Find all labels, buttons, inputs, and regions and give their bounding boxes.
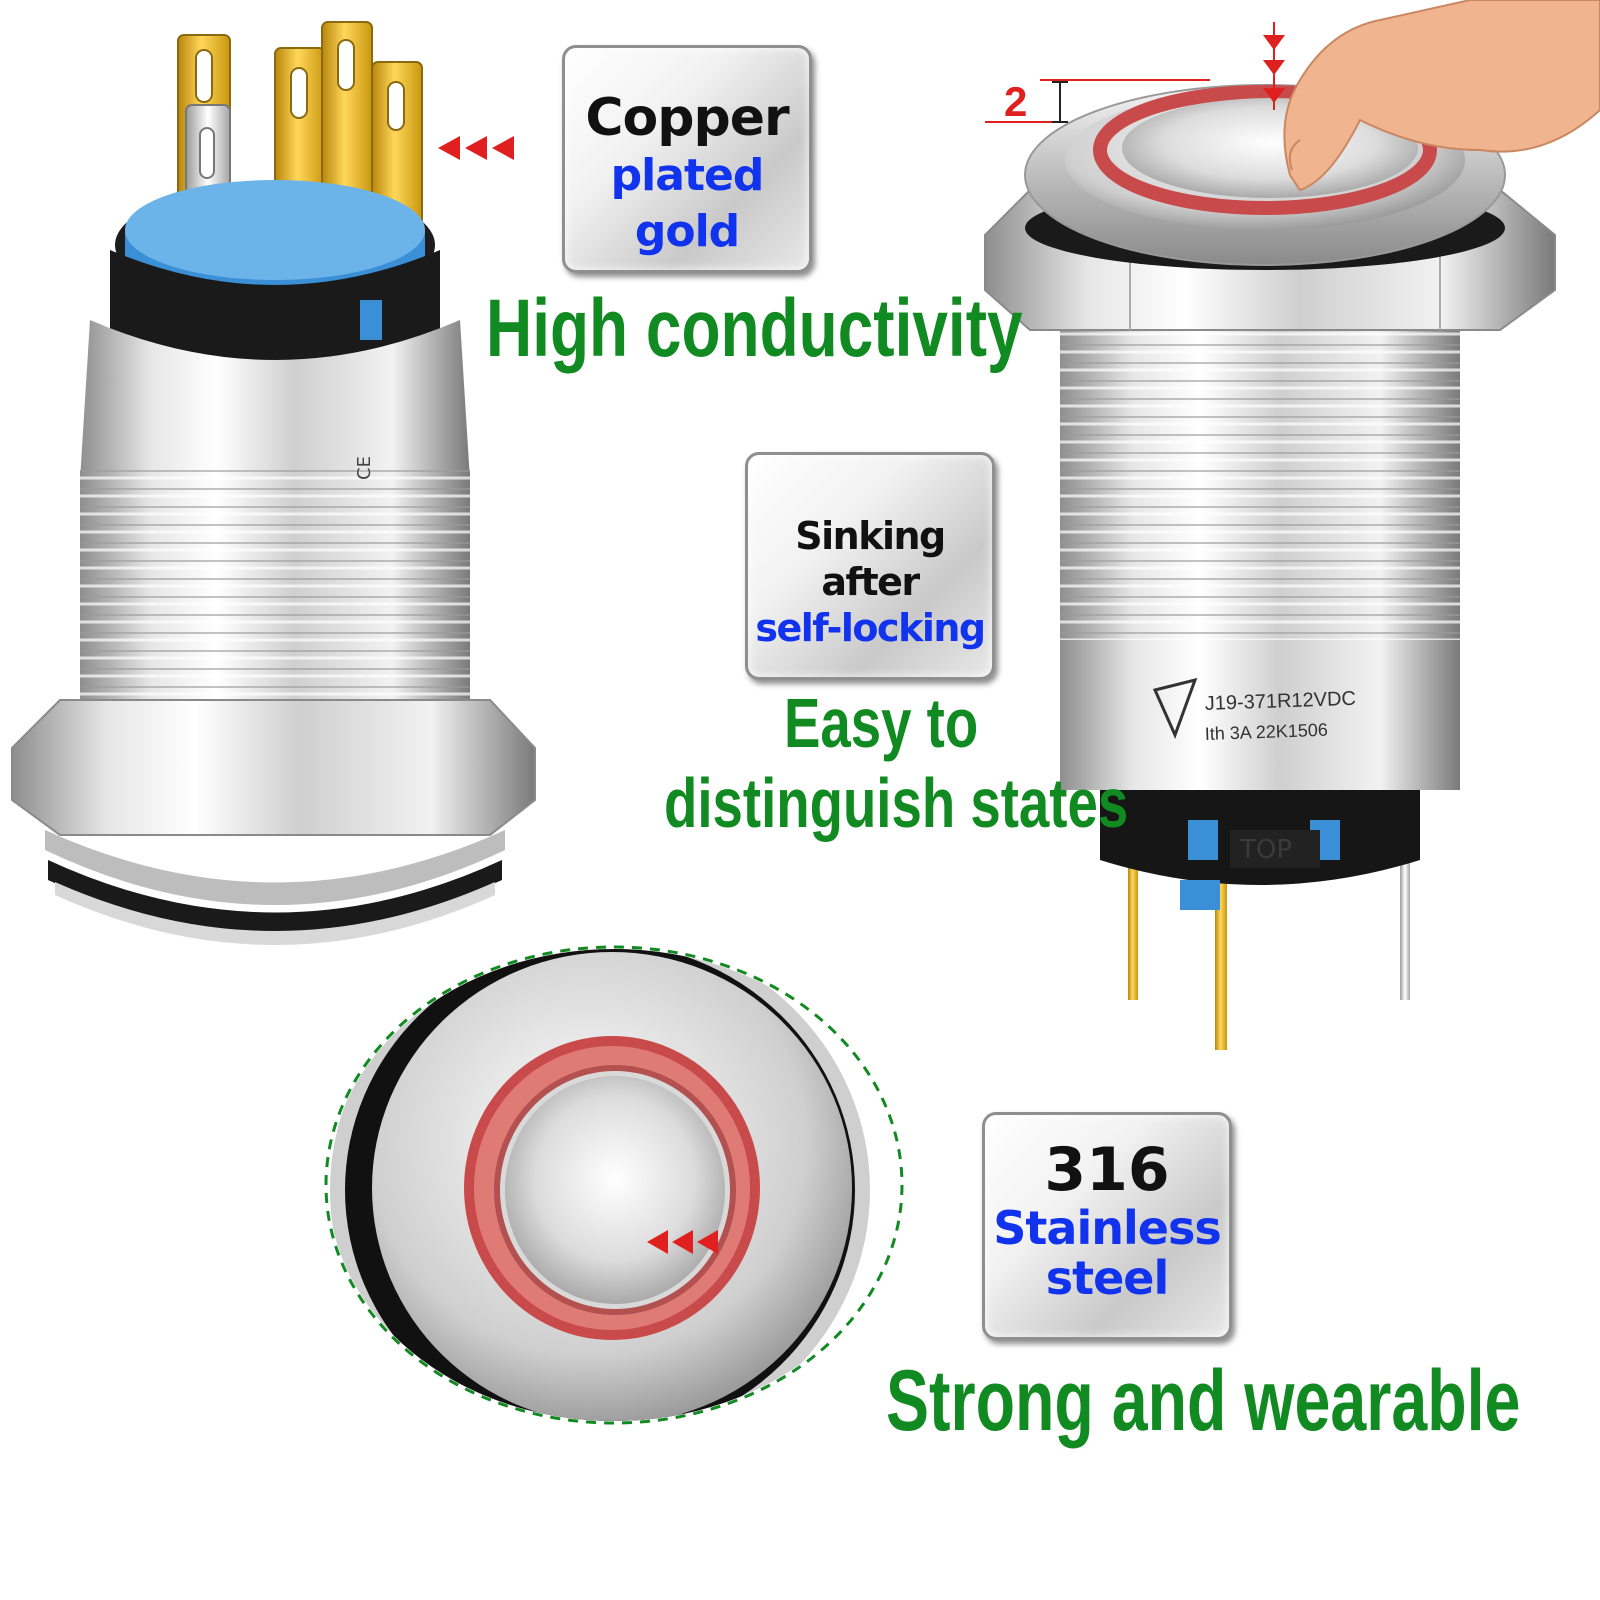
pin-arrows [438,136,514,160]
copper-badge-line1: Copper [585,88,789,148]
cap-closeup [324,945,904,1425]
steel-badge: 316 Stainless steel [982,1112,1232,1340]
locking-badge: Sinking after self-locking [745,452,995,680]
rating-marking: Ith 3A 22K1506 [1204,720,1328,744]
headline-easy-line1: Easy to [784,684,979,762]
headline-easy-line2: distinguish states [664,764,1129,842]
locking-badge-line1: Sinking after [795,514,946,604]
svg-text:CE: CE [354,456,375,480]
steel-badge-line2: Stainless [993,1201,1221,1255]
headline-strong: Strong and wearable [886,1353,1521,1449]
steel-badge-line1: 316 [1044,1135,1170,1205]
copper-badge: Copper plated gold [562,45,812,273]
top-marking: TOP [1239,835,1292,865]
locking-badge-line2: self-locking [755,606,986,650]
copper-badge-line2: plated gold [610,150,765,257]
dimension-label: 2 [1004,78,1028,125]
headline-conductivity: High conductivity [486,283,1023,374]
switch-side-view: TOP J19-371R12VDC Ith 3A 22K1506 [984,0,1600,1050]
model-marking: J19-371R12VDC [1204,688,1356,715]
steel-badge-line3: steel [1045,1251,1170,1305]
switch-back-view: CE [11,21,536,945]
